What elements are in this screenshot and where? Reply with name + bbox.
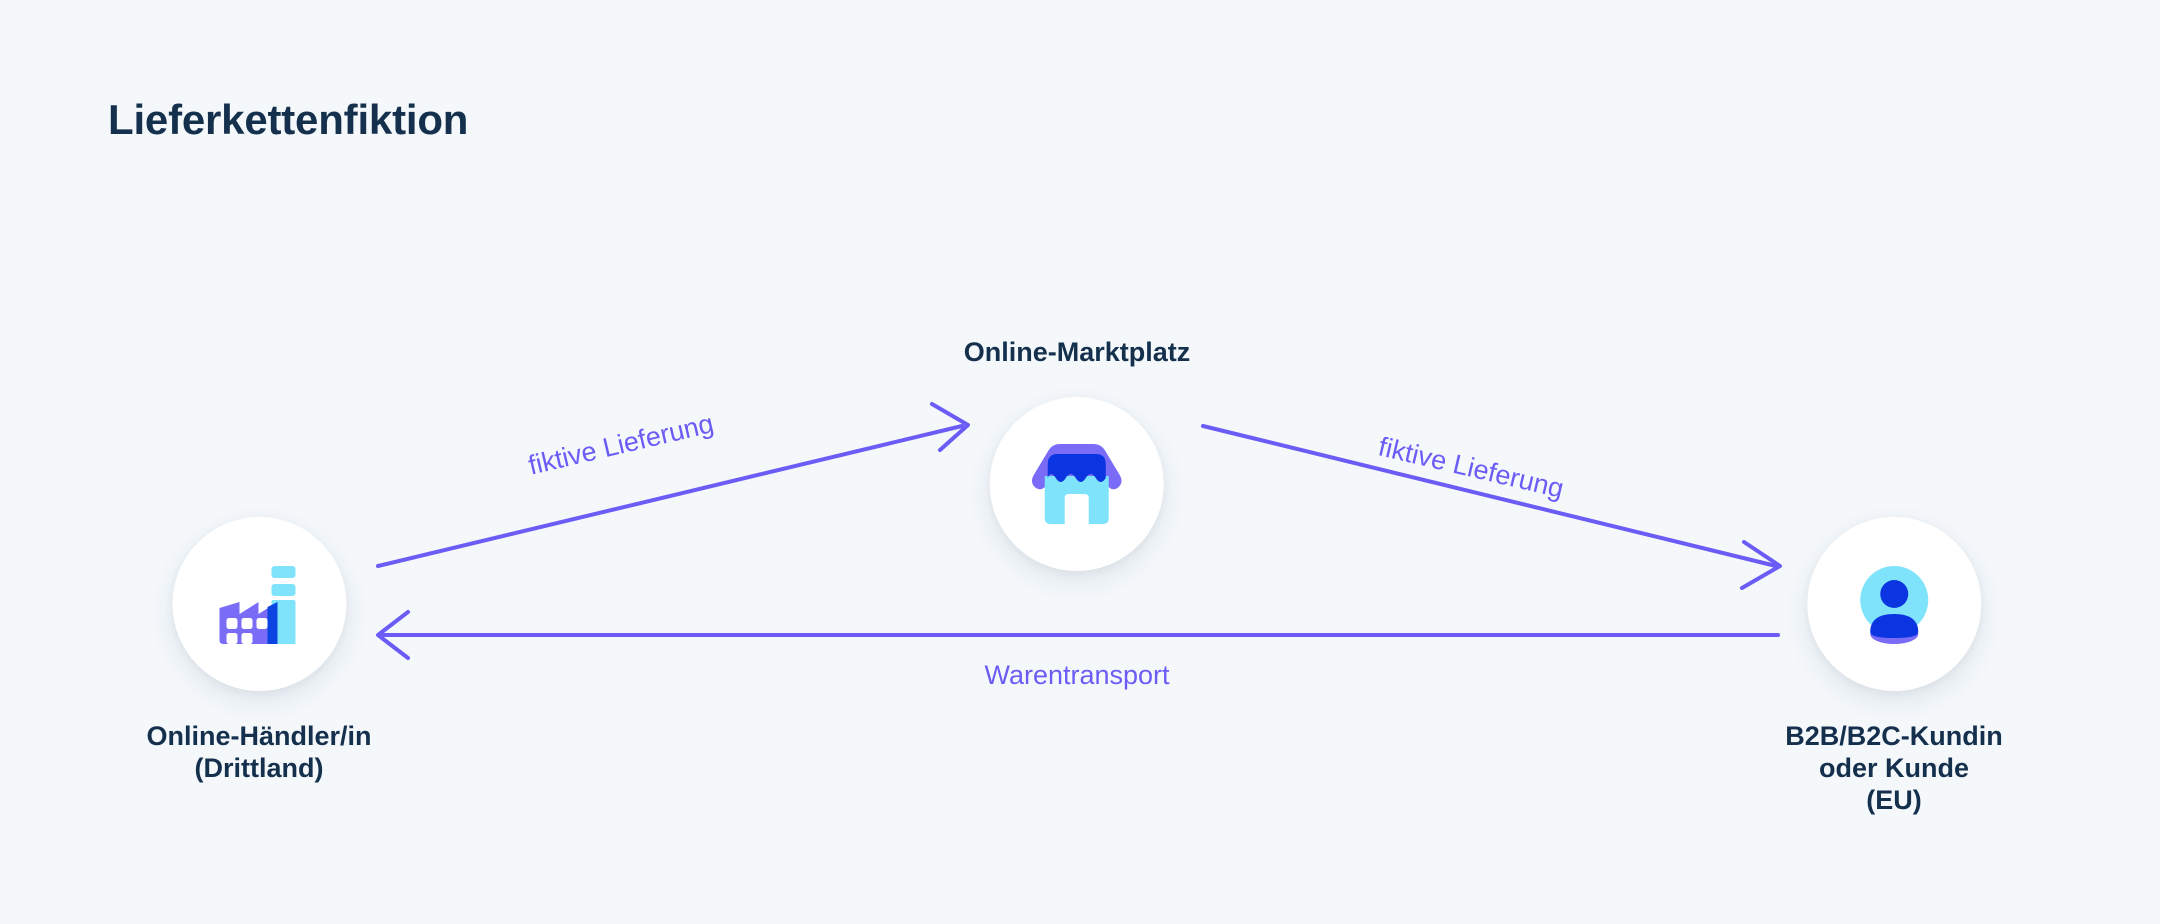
label-line: Online-Marktplatz [963,337,1191,367]
arrowhead [1740,540,1782,590]
label-line: Online-Händler/in [146,721,372,751]
storefront-icon [1032,443,1122,524]
label-line: (Drittland) [194,752,324,783]
label-line: (EU) [1866,784,1922,815]
label-line: oder Kunde [1818,752,1969,783]
user-avatar-icon [1860,566,1928,644]
arrowhead [376,610,410,660]
label-line: B2B/B2C-Kundin [1785,721,2003,751]
node-merchant-label: Online-Händler/in (Drittland) [146,721,371,785]
arrowhead [930,402,970,452]
edge-marketplace-to-customer [1201,424,1782,590]
edge-label-warentransport: Warentransport [984,660,1170,690]
node-marketplace-circle [990,396,1164,571]
node-customer-label: B2B/B2C-Kundin oder Kunde (EU) [1785,721,2003,817]
edge-customer-to-merchant [376,610,1780,660]
node-customer-circle [1807,517,1981,691]
node-marketplace[interactable]: Online-Marktplatz [964,337,1191,571]
node-marketplace-label: Online-Marktplatz [964,337,1191,369]
edge-line [1201,424,1778,568]
edge-line [376,424,964,568]
edge-merchant-to-marketplace [376,402,970,568]
factory-icon [219,566,295,644]
page-title: Lieferkettenfiktion [108,96,469,143]
node-merchant-circle [172,517,346,691]
node-merchant[interactable]: Online-Händler/in (Drittland) [146,517,372,785]
node-customer[interactable]: B2B/B2C-Kundin oder Kunde (EU) [1785,517,2003,817]
